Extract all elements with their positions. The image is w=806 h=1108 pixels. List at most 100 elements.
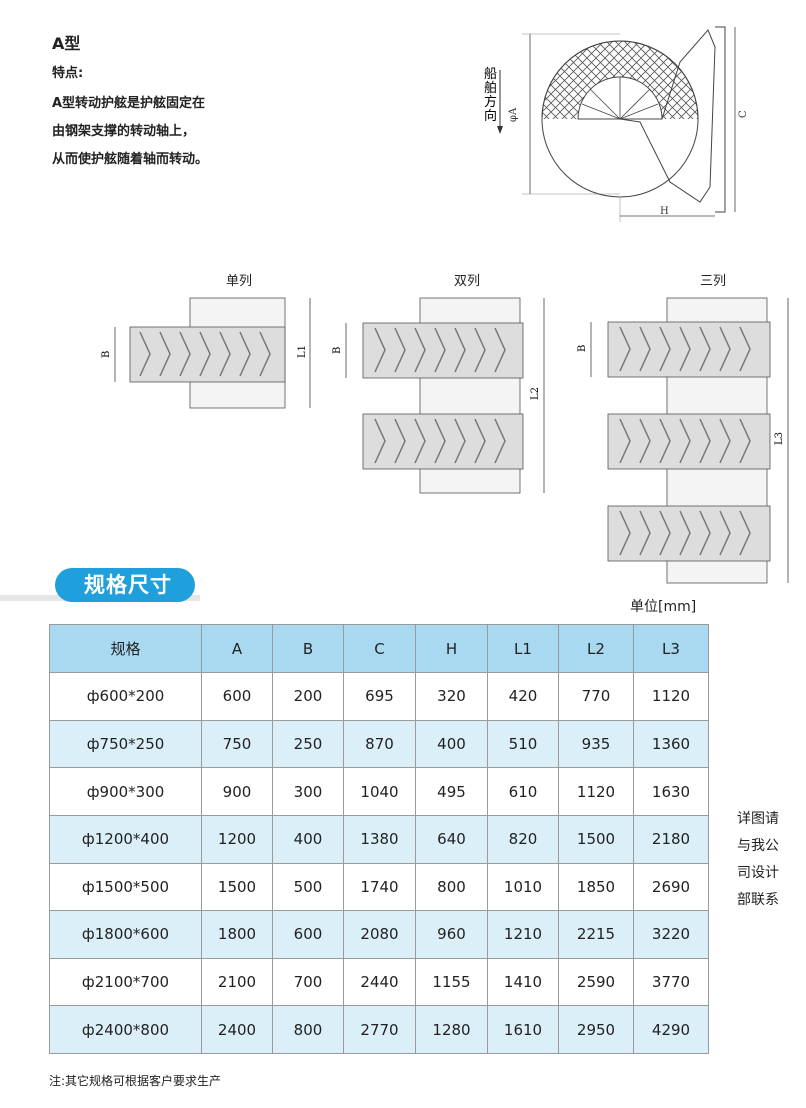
column-header: L3 — [633, 624, 709, 673]
column-header: H — [415, 624, 488, 673]
description-line: A型转动护舷是护舷固定在 — [52, 96, 206, 111]
dimension-cell: 1280 — [415, 1005, 488, 1054]
spec-name-cell: ф900*300 — [49, 767, 202, 816]
dimension-cell: 2770 — [343, 1005, 416, 1054]
dimension-cell: 1120 — [558, 767, 634, 816]
spec-name-cell: ф750*250 — [49, 719, 202, 769]
dimension-cell: 640 — [415, 814, 488, 864]
dimension-cell: 1380 — [343, 814, 416, 864]
double-row-drawing: B L2 — [332, 297, 545, 494]
dimension-cell: 1040 — [343, 767, 416, 816]
column-header: L1 — [487, 624, 559, 673]
spec-name-cell: ф2400*800 — [49, 1005, 202, 1054]
dimension-cell: 2400 — [201, 1005, 273, 1054]
dimension-cell: 2215 — [558, 910, 634, 959]
direction-char: 方 — [484, 94, 497, 110]
dimension-cell: 3770 — [633, 957, 709, 1007]
dimension-cell: 1800 — [201, 910, 273, 959]
dimension-cell: 700 — [272, 957, 344, 1007]
contact-note-line: 部联系 — [737, 892, 779, 908]
dim-b-label: B — [101, 351, 112, 358]
dimension-cell: 1500 — [201, 862, 273, 912]
direction-char: 船 — [484, 67, 497, 82]
column-header: C — [343, 624, 416, 673]
dimension-cell: 610 — [487, 767, 559, 816]
dimension-cell: 3220 — [633, 910, 709, 959]
dimension-cell: 750 — [201, 719, 273, 769]
dimension-cell: 770 — [558, 672, 634, 721]
dimension-cell: 800 — [415, 862, 488, 912]
dimension-cell: 1500 — [558, 814, 634, 864]
dimension-cell: 600 — [272, 910, 344, 959]
dimension-cell: 320 — [415, 672, 488, 721]
spec-name-cell: ф1200*400 — [49, 814, 202, 864]
dimension-cell: 2080 — [343, 910, 416, 959]
double-row-title: 双列 — [454, 274, 481, 289]
column-header: B — [272, 624, 344, 673]
dim-b-label: B — [332, 347, 343, 354]
dimension-cell: 2440 — [343, 957, 416, 1007]
triple-row-title: 三列 — [700, 274, 727, 289]
dimension-cell: 820 — [487, 814, 559, 864]
dimension-cell: 960 — [415, 910, 488, 959]
dimension-cell: 1200 — [201, 814, 273, 864]
dim-b-label: B — [577, 345, 588, 352]
dim-h-label: H — [660, 206, 669, 217]
section-banner — [0, 568, 200, 602]
spec-name-cell: ф600*200 — [49, 672, 202, 721]
dimension-cell: 2950 — [558, 1005, 634, 1054]
dimension-cell: 400 — [272, 814, 344, 864]
dimension-cell: 600 — [201, 672, 273, 721]
spec-name-cell: ф1800*600 — [49, 910, 202, 959]
dimension-cell: 2590 — [558, 957, 634, 1007]
contact-note-line: 详图请 — [737, 811, 779, 827]
dimension-cell: 1360 — [633, 719, 709, 769]
dimension-cell: 4290 — [633, 1005, 709, 1054]
section-title: 规格尺寸 — [84, 573, 172, 597]
dimension-cell: 420 — [487, 672, 559, 721]
dimension-cell: 1610 — [487, 1005, 559, 1054]
column-header: 规格 — [49, 624, 202, 673]
description-line: 从而使护舷随着轴而转动。 — [52, 152, 209, 167]
dimension-cell: 300 — [272, 767, 344, 816]
single-row-drawing: B L1 — [101, 297, 311, 409]
contact-note-line: 与我公 — [737, 838, 779, 854]
dimension-cell: 870 — [343, 719, 416, 769]
dimension-cell: 1850 — [558, 862, 634, 912]
description-line: 由钢架支撑的转动轴上， — [52, 124, 196, 139]
dimension-cell: 800 — [272, 1005, 344, 1054]
single-row-title: 单列 — [226, 274, 253, 289]
dimension-cell: 510 — [487, 719, 559, 769]
direction-char: 向 — [484, 108, 497, 124]
dimension-cell: 1210 — [487, 910, 559, 959]
dimension-cell: 1120 — [633, 672, 709, 721]
dimension-cell: 400 — [415, 719, 488, 769]
dimension-cell: 1740 — [343, 862, 416, 912]
dimension-cell: 500 — [272, 862, 344, 912]
type-title: A型 — [52, 34, 81, 53]
dimension-cell: 900 — [201, 767, 273, 816]
dimension-cell: 1410 — [487, 957, 559, 1007]
dimension-cell: 2690 — [633, 862, 709, 912]
unit-label: 单位[mm] — [630, 599, 697, 615]
dimension-cell: 1010 — [487, 862, 559, 912]
spec-name-cell: ф1500*500 — [49, 862, 202, 912]
dim-c-label: C — [738, 110, 749, 118]
dim-l3-label: L3 — [774, 432, 785, 445]
direction-char: 舶 — [484, 80, 497, 96]
spec-name-cell: ф2100*700 — [49, 957, 202, 1007]
dimension-cell: 695 — [343, 672, 416, 721]
dimension-cell: 200 — [272, 672, 344, 721]
dimension-cell: 250 — [272, 719, 344, 769]
dim-l2-label: L2 — [530, 387, 541, 400]
dimension-cell: 935 — [558, 719, 634, 769]
fender-section-drawing: 船 舶 方 向 φA C H — [484, 26, 749, 222]
dimension-cell: 495 — [415, 767, 488, 816]
